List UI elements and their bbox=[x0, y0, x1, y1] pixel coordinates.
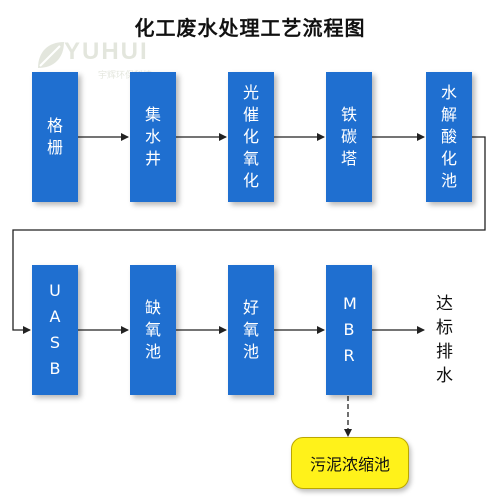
process-box-grille: 格栅 bbox=[32, 72, 78, 202]
process-label: MBR bbox=[343, 294, 357, 365]
sludge-label: 污泥浓缩池 bbox=[309, 455, 390, 474]
process-label: 铁碳塔 bbox=[340, 105, 357, 168]
process-label: 水解酸化池 bbox=[440, 83, 457, 190]
process-box-hydrolysis-acidification: 水解酸化池 bbox=[426, 72, 472, 202]
watermark-logo: YUHUI 宇辉环保科技 bbox=[34, 38, 152, 81]
watermark-subtitle: 宇辉环保科技 bbox=[98, 71, 153, 81]
process-label: 好氧池 bbox=[242, 298, 259, 361]
process-box-anoxic-tank: 缺氧池 bbox=[130, 265, 176, 395]
process-box-mbr: MBR bbox=[326, 265, 372, 395]
process-label: 光催化氧化 bbox=[242, 83, 259, 190]
process-box-aerobic-tank: 好氧池 bbox=[228, 265, 274, 395]
diagram-title: 化工废水处理工艺流程图 bbox=[134, 16, 366, 40]
process-label: UASB bbox=[49, 281, 61, 378]
process-box-photocatalytic-oxidation: 光催化氧化 bbox=[228, 72, 274, 202]
process-label: 缺氧池 bbox=[144, 298, 161, 361]
process-label: 格栅 bbox=[46, 116, 63, 157]
process-label: 集水井 bbox=[144, 105, 161, 168]
outlet-label: 达标排水 bbox=[436, 294, 453, 386]
process-box-uasb: UASB bbox=[32, 265, 78, 395]
return-connector bbox=[12, 136, 486, 334]
process-box-iron-carbon-tower: 铁碳塔 bbox=[326, 72, 372, 202]
leaf-icon bbox=[38, 42, 64, 68]
watermark-brand: YUHUI bbox=[64, 38, 149, 65]
process-box-collection-well: 集水井 bbox=[130, 72, 176, 202]
sludge-thickener-box: 污泥浓缩池 bbox=[291, 437, 409, 489]
